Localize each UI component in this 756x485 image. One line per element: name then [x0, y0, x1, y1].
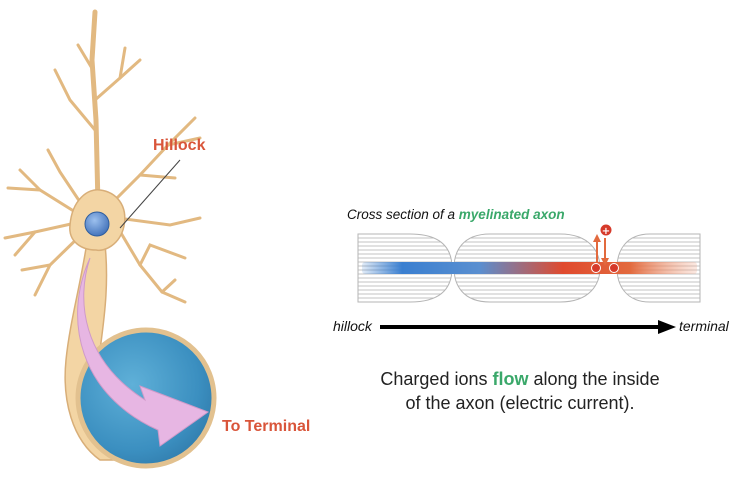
hillock-label: Hillock	[153, 137, 206, 154]
ion-exchange: +	[591, 223, 619, 273]
terminal-label: To Terminal	[222, 418, 311, 435]
terminal-end-label: terminal	[679, 318, 729, 334]
positive-ion-icon	[591, 263, 601, 273]
current-band	[362, 262, 697, 274]
svg-text:+: +	[602, 226, 610, 237]
dendrites	[3, 9, 202, 304]
hillock-pointer-line	[119, 159, 181, 229]
direction-arrowhead	[658, 320, 676, 334]
cross-section-title: Cross section of a myelinated axon	[347, 207, 565, 222]
myelinated-axon-highlight: myelinated axon	[458, 207, 565, 222]
current-arrow	[77, 257, 210, 447]
positive-ion-icon	[609, 263, 619, 273]
flow-highlight: flow	[492, 369, 529, 389]
nucleus	[84, 211, 110, 237]
caption: Charged ions flow along the inside of th…	[380, 369, 660, 413]
positive-ion-icon	[599, 223, 613, 237]
hillock-end-label: hillock	[333, 318, 372, 334]
